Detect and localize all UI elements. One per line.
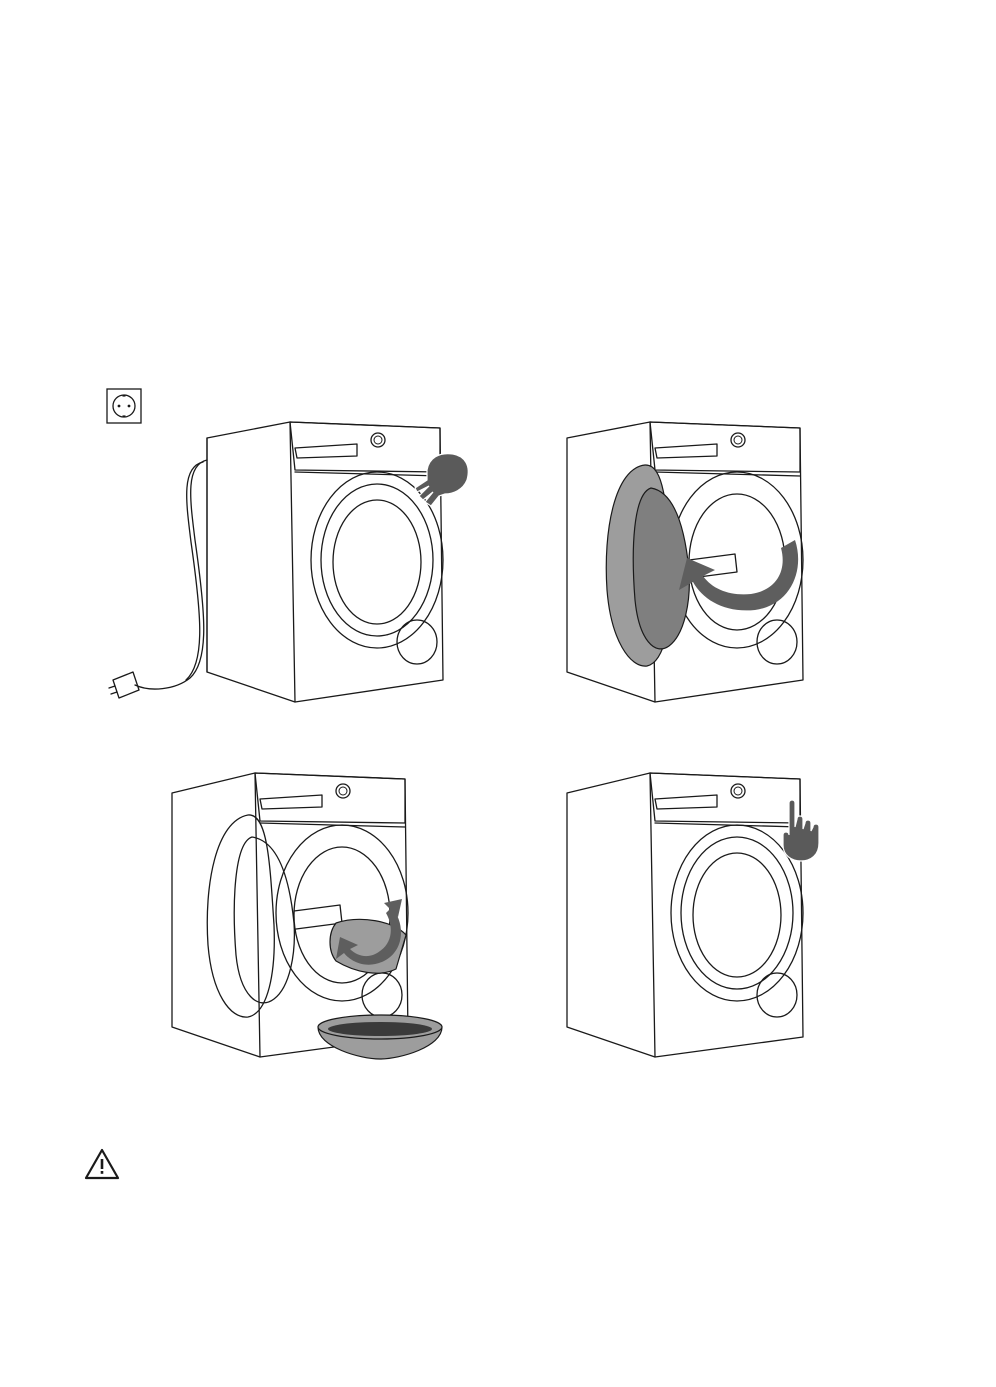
step-2-illustration [555,410,845,710]
step-3-illustration [160,765,460,1065]
power-cord [135,460,207,689]
step-1-illustration [95,410,485,710]
step-4-illustration [555,765,845,1065]
warning-triangle-icon [84,1148,120,1180]
hand-icon [415,454,468,506]
open-door [207,815,274,1017]
washer-body [207,422,443,702]
water-bowl [318,1015,442,1059]
filter-cover [397,620,437,664]
